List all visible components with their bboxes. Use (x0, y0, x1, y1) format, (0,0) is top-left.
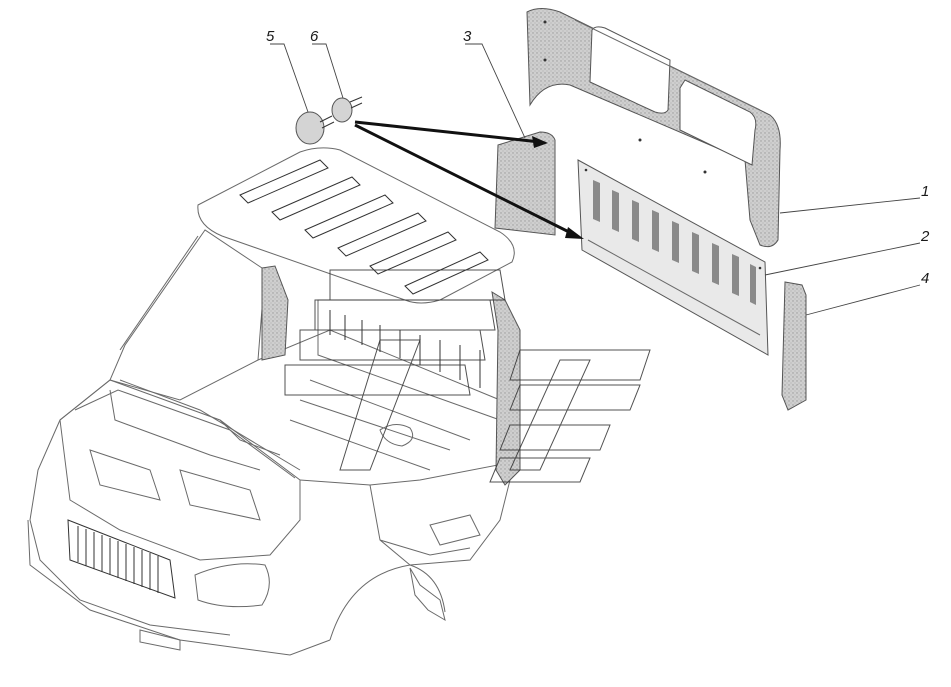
callout-2: 2 (920, 228, 930, 245)
callout-leaders (270, 43, 921, 316)
part-5-push-clip (295, 111, 335, 145)
part-6-screw-clip (331, 96, 363, 123)
cab-inner-left-panel (261, 265, 289, 361)
callout-4: 4 (921, 270, 929, 287)
callout-5: 5 (266, 28, 275, 45)
roof-ribs (239, 159, 489, 295)
cab-body (27, 147, 515, 656)
front-grille (67, 519, 176, 599)
part-4-right-trim-panel (781, 281, 807, 411)
assembly-arrows (354, 120, 584, 239)
callout-labels: 5 6 3 1 2 4 (266, 28, 930, 287)
gaz-logo-watermark (284, 269, 651, 483)
cab-inner-right-panel (491, 291, 521, 486)
part-2-slotted-panel (577, 159, 769, 356)
callout-3: 3 (463, 28, 472, 45)
panel-2-slots (593, 180, 756, 305)
callout-1: 1 (921, 183, 929, 200)
callout-6: 6 (310, 28, 319, 45)
part-3-left-trim-panel (494, 131, 556, 236)
part-1-rear-partition-panel (526, 8, 781, 248)
